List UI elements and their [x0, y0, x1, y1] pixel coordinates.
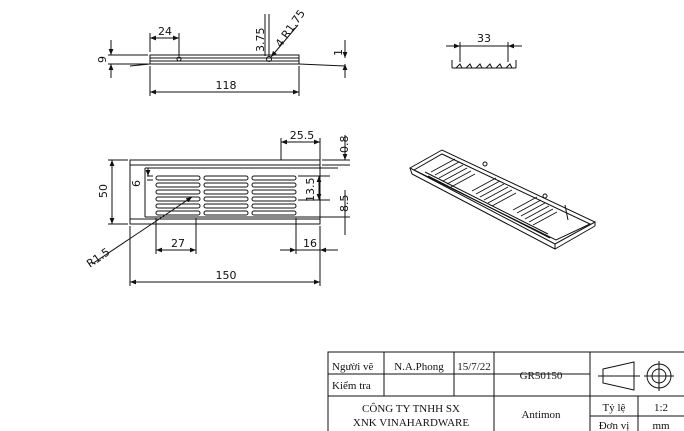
dim-33: 33	[477, 32, 491, 45]
company-line-1: CÔNG TY TNHH SX	[362, 403, 460, 415]
dim-r1-5: R1.5	[84, 245, 112, 270]
side-view-hole	[266, 56, 272, 62]
projection-frustum	[602, 361, 635, 391]
front-outline	[129, 159, 321, 225]
dim-24: 24	[158, 25, 172, 38]
end-view	[446, 42, 522, 69]
dim-0-8: 0.8	[338, 136, 351, 154]
dim-16: 16	[303, 237, 317, 250]
front-view	[91, 135, 350, 286]
part-number: GR50150	[520, 370, 563, 382]
drawn-by-label: Người vẽ	[332, 361, 374, 373]
drawn-by-value: N.A.Phong	[394, 361, 444, 373]
dim-9: 9	[96, 56, 109, 63]
slot-grid	[155, 175, 297, 216]
dim-118: 118	[216, 79, 237, 92]
dim-13-5: 13.5	[304, 178, 317, 203]
scale-label: Tỷ lệ	[603, 402, 626, 414]
dim-25-5: 25.5	[290, 129, 315, 142]
dim-8-5: 8.5	[338, 195, 351, 213]
dim-3-75: 3.75	[254, 28, 267, 53]
iso-slots	[430, 158, 558, 226]
material-value: Antimon	[521, 409, 561, 421]
checked-label: Kiểm tra	[332, 380, 371, 392]
dim-50: 50	[97, 184, 110, 198]
side-view-hole	[176, 56, 182, 62]
unit-value: mm	[652, 420, 670, 431]
dim-1: 1	[332, 49, 345, 56]
unit-label: Đơn vị	[599, 420, 630, 431]
dim-27: 27	[171, 237, 185, 250]
iso-outline	[408, 149, 597, 245]
dim-r1-75: 4 R1.75	[273, 7, 308, 49]
isometric-view	[408, 149, 597, 250]
scale-value: 1:2	[654, 402, 668, 414]
title-block	[327, 351, 684, 431]
company-line-2: XNK VINAHARDWARE	[353, 417, 469, 429]
dim-6: 6	[130, 180, 143, 187]
side-view-body	[149, 54, 300, 65]
dim-150: 150	[216, 269, 237, 282]
date-value: 15/7/22	[457, 361, 491, 373]
side-view	[108, 14, 348, 96]
